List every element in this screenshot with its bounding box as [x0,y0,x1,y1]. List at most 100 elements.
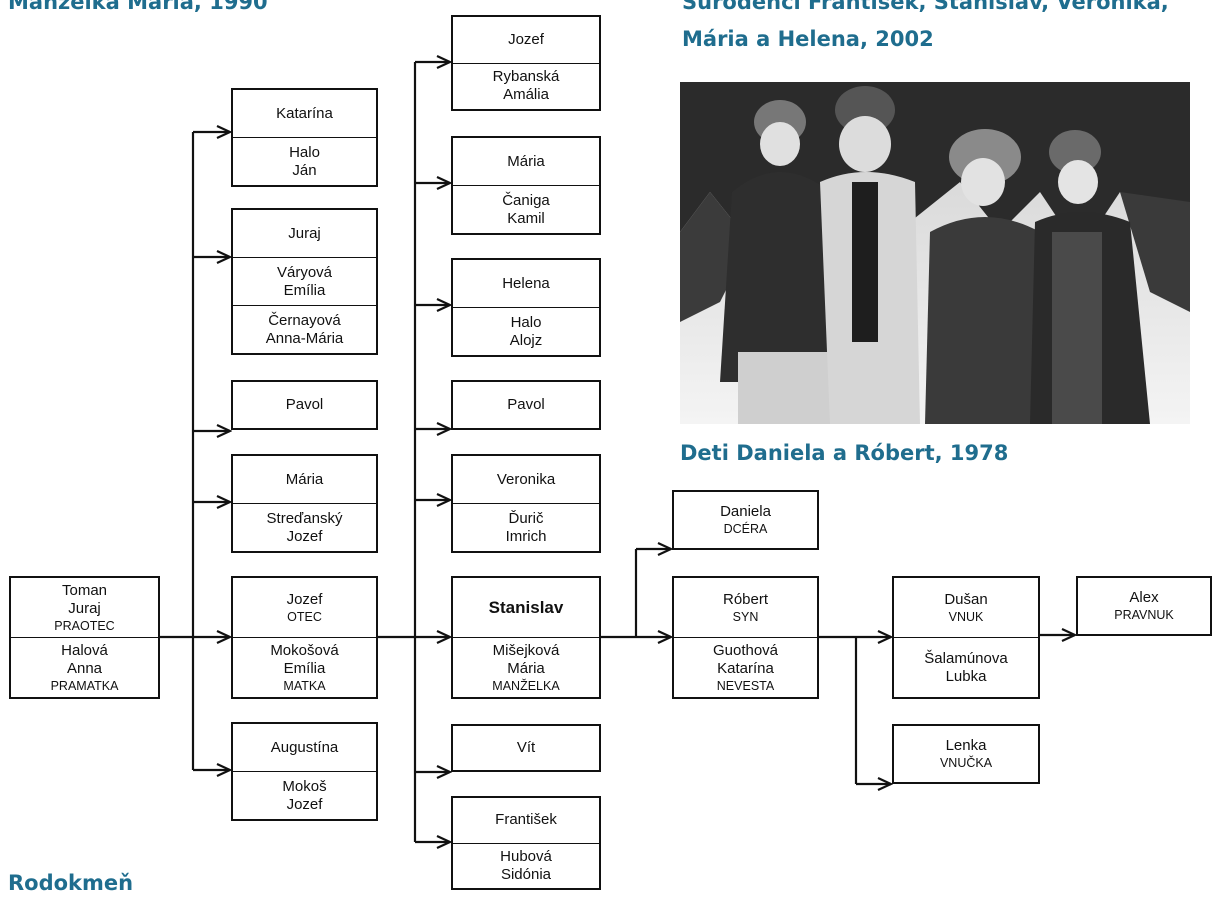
caption-siblings-photo-line1: Súrodenci František, Stanislav, Veronika… [682,0,1169,14]
spouse: Ďurič Imrich [453,503,599,551]
name: Pavol [285,396,324,413]
person-jozef-gen3[interactable]: Jozef Rybanská Amália [451,15,601,111]
spouse: Mokoš Jozef [233,771,376,819]
role-label: MANŽELKA [492,678,560,693]
person-juraj[interactable]: Juraj Váryová Emília Černayová Anna-Mári… [231,208,378,355]
given-name: Emília [283,659,326,677]
family-photo [680,82,1190,424]
spouse: Mokošová Emília MATKA [233,637,376,697]
spouse: Čaniga Kamil [453,185,599,233]
person-vit[interactable]: Vít [451,724,601,772]
name: Juraj [288,224,321,242]
name: Veronika [496,470,556,488]
given-name: Sidónia [500,865,552,883]
person-alex[interactable]: Alex PRAVNUK [1076,576,1212,636]
second-line: Juraj [68,599,101,617]
spouse-1: Váryová Emília [233,257,376,305]
name: Alex [1129,589,1159,606]
spouse: Halo Ján [233,137,376,185]
person-veronika[interactable]: Veronika Ďurič Imrich [451,454,601,553]
name: Daniela [720,503,771,520]
spouse: Guothová Katarína NEVESTA [674,637,817,697]
given-name: Anna [66,659,103,677]
person-primary: Stanislav [453,578,599,637]
spouse-2: Černayová Anna-Mária [233,305,376,353]
person-primary: Róbert SYN [674,578,817,637]
person-pavol-gen3[interactable]: Pavol [451,380,601,430]
name: Mária [507,152,545,170]
name: František [495,811,557,829]
spouse: Mišejková Mária MANŽELKA [453,637,599,697]
name: Katarína [276,104,333,122]
person-katarina[interactable]: Katarína Halo Ján [231,88,378,187]
role-label: VNUK [948,609,984,624]
surname: Šalamúnova [924,649,1008,667]
person-robert[interactable]: Róbert SYN Guothová Katarína NEVESTA [672,576,819,699]
name: Dušan [944,590,988,608]
role-label: SYN [732,609,759,624]
name: Vít [516,739,536,756]
caption-siblings-photo-line2: Mária a Helena, 2002 [682,27,934,51]
name: Augustína [270,738,339,756]
given-name: Kamil [507,209,545,227]
person-name: Mária [233,456,376,503]
surname: Čaniga [502,191,550,209]
first-line: Toman [61,581,108,599]
person-augustina[interactable]: Augustína Mokoš Jozef [231,722,378,821]
given-name: Alojz [509,331,543,349]
surname: Ďurič [508,509,544,527]
spouse: Halová Anna PRAMATKA [11,637,158,697]
name: Mária [285,470,324,488]
given-name: Emília [283,281,326,299]
person-primary: Dušan VNUK [894,578,1038,637]
surname: Halová [61,641,108,659]
person-primary: Jozef OTEC [233,578,376,637]
name: Róbert [722,590,769,608]
given-name: Jozef [286,795,323,813]
surname: Guothová [712,641,779,659]
given-name: Anna-Mária [265,329,344,347]
person-maria-gen3[interactable]: Mária Čaniga Kamil [451,136,601,235]
person-primary: Lenka VNUČKA [894,726,1038,782]
person-name: Vít [453,726,599,770]
person-name: Pavol [233,382,376,428]
person-name: Veronika [453,456,599,503]
given-name: Ján [292,161,317,179]
surname: Hubová [500,847,552,865]
caption-wife-photo: Manželka Mária, 1990 [8,0,268,14]
surname: Rybanská [492,68,560,86]
surname: Mokoš [282,777,327,795]
person-jozef-otec[interactable]: Jozef OTEC Mokošová Emília MATKA [231,576,378,699]
person-primary: Daniela DCÉRA [674,492,817,548]
person-maria-gen2[interactable]: Mária Streďanský Jozef [231,454,378,553]
role-label: PRAMATKA [50,678,119,693]
person-helena[interactable]: Helena Halo Alojz [451,258,601,357]
role-label: PRAVNUK [1114,608,1174,622]
given-name: Mária [507,659,545,677]
given-name: Katarína [717,659,774,677]
name: Helena [502,274,550,292]
person-daniela[interactable]: Daniela DCÉRA [672,490,819,550]
person-pavol-gen2[interactable]: Pavol [231,380,378,430]
person-name: František [453,798,599,843]
role-label: MATKA [283,678,326,693]
role-label: PRAOTEC [54,618,115,633]
person-dusan[interactable]: Dušan VNUK Šalamúnova Lubka [892,576,1040,699]
person-name: Mária [453,138,599,185]
person-name: Katarína [233,90,376,137]
person-lenka[interactable]: Lenka VNUČKA [892,724,1040,784]
surname: Halo [510,313,542,331]
person-name: Pavol [453,382,599,428]
surname: Streďanský [266,509,343,527]
spouse: Hubová Sidónia [453,842,599,889]
caption-children-photo: Deti Daniela a Róbert, 1978 [680,441,1009,465]
person-stanislav[interactable]: Stanislav Mišejková Mária MANŽELKA [451,576,601,699]
surname: Mokošová [270,641,339,659]
person-toman-juraj[interactable]: Toman Juraj PRAOTEC Halová Anna PRAMATKA [9,576,160,699]
person-frantisek[interactable]: František Hubová Sidónia [451,796,601,890]
person-name: Jozef [453,17,599,63]
surname: Váryová [276,263,333,281]
spouse: Rybanská Amália [453,62,599,110]
role-label: DCÉRA [723,522,768,536]
